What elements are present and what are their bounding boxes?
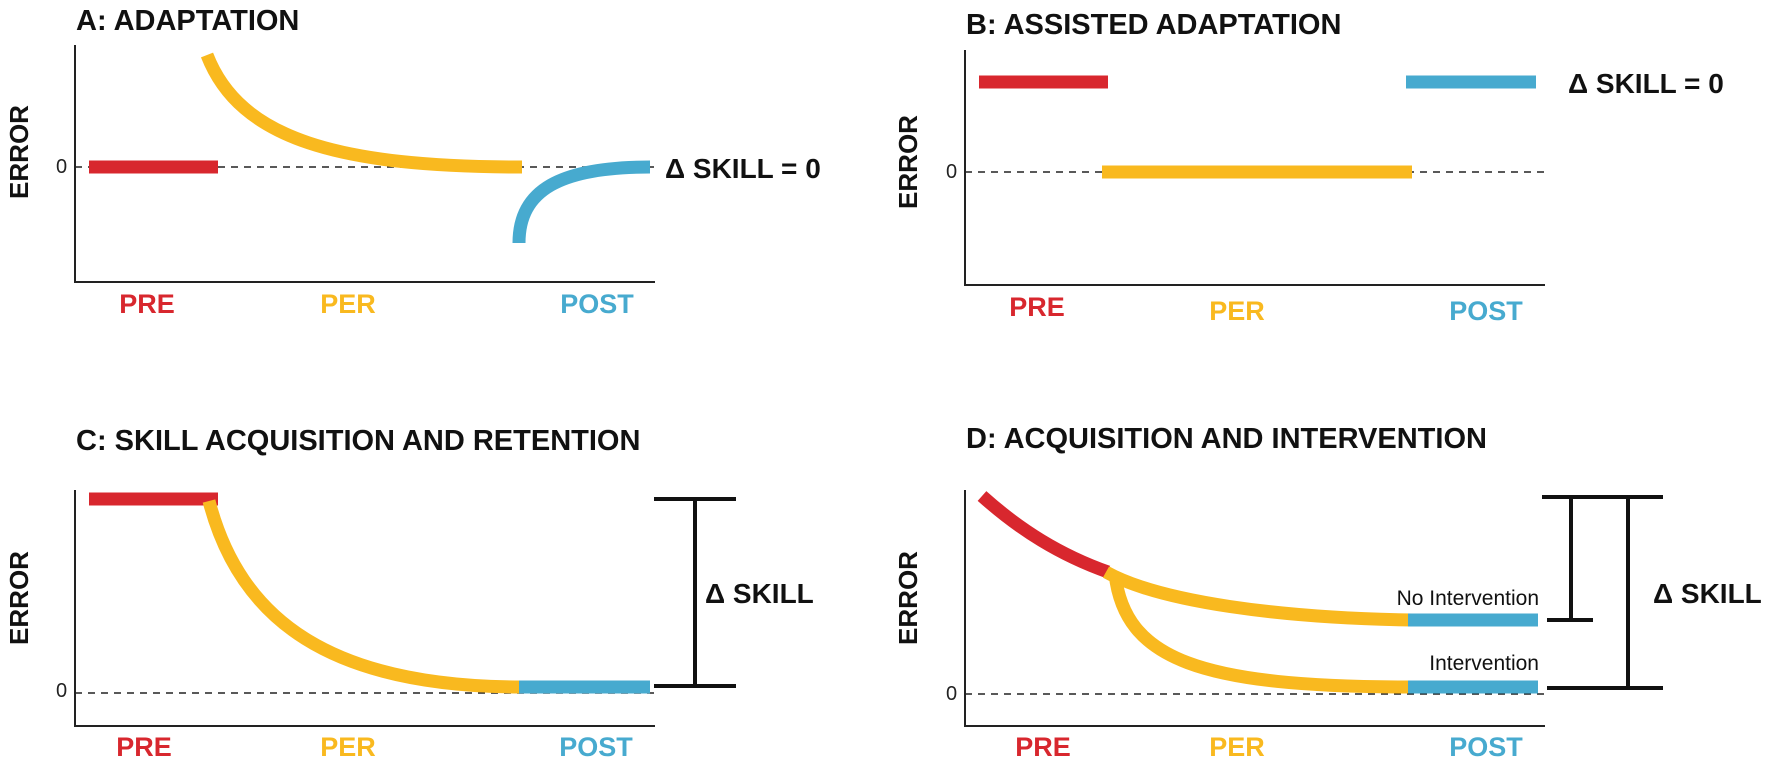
panel-d: D: ACQUISITION AND INTERVENTION ERROR 0 … [893,423,1762,761]
panel-b-pre-label: PRE [1009,292,1065,322]
panel-d-no-intervention-label: No Intervention [1397,587,1539,610]
panel-d-zero-tick: 0 [946,683,957,705]
panel-c: C: SKILL ACQUISITION AND RETENTION ERROR… [4,425,814,761]
panel-d-delta-brackets [1542,495,1663,690]
panel-d-title: D: ACQUISITION AND INTERVENTION [966,423,1487,455]
panel-a-post-curve [512,160,651,244]
panel-c-ylabel: ERROR [4,551,34,645]
panel-c-delta-bracket [654,497,736,688]
panel-d-per-no-intervention-curve [1102,566,1413,627]
panel-c-axes [74,490,655,727]
panel-b-zero-tick: 0 [946,161,957,183]
panel-b-axes [964,50,1545,286]
panel-c-per-curve [202,499,523,694]
panel-a-ylabel: ERROR [4,105,34,199]
panel-a-per-curve [200,52,523,174]
panel-d-pre-curve [977,491,1111,579]
panel-d-intervention-label: Intervention [1429,652,1539,675]
panel-d-post-label: POST [1449,732,1523,761]
panel-d-per-label: PER [1209,732,1265,761]
panel-a-delta-skill: Δ SKILL = 0 [665,153,821,184]
panel-a: A: ADAPTATION ERROR 0 Δ SKILL = 0 PRE PE… [4,5,821,319]
panel-d-pre-label: PRE [1015,732,1071,761]
panel-d-axes [964,490,1545,727]
panel-a-post-label: POST [560,289,634,319]
panel-c-delta-skill: Δ SKILL [705,578,814,609]
panel-c-zero-tick: 0 [56,680,67,702]
panel-b: B: ASSISTED ADAPTATION ERROR 0 Δ SKILL =… [893,9,1724,326]
panel-b-per-label: PER [1209,296,1265,326]
panel-c-post-label: POST [559,732,633,761]
panel-d-delta-skill: Δ SKILL [1653,578,1762,609]
panel-c-title: C: SKILL ACQUISITION AND RETENTION [76,425,640,457]
panel-b-delta-skill: Δ SKILL = 0 [1568,68,1724,99]
panel-b-ylabel: ERROR [893,115,923,209]
panel-a-per-label: PER [320,289,376,319]
panel-b-title: B: ASSISTED ADAPTATION [966,9,1341,41]
panel-a-pre-label: PRE [119,289,175,319]
panel-d-ylabel: ERROR [893,551,923,645]
panel-d-per-intervention-curve [1108,573,1413,694]
panel-a-title: A: ADAPTATION [76,5,299,37]
panel-a-zero-tick: 0 [56,156,67,178]
panel-c-per-label: PER [320,732,376,761]
panel-a-axes [74,45,655,283]
panel-b-post-label: POST [1449,296,1523,326]
panel-c-pre-label: PRE [116,732,172,761]
